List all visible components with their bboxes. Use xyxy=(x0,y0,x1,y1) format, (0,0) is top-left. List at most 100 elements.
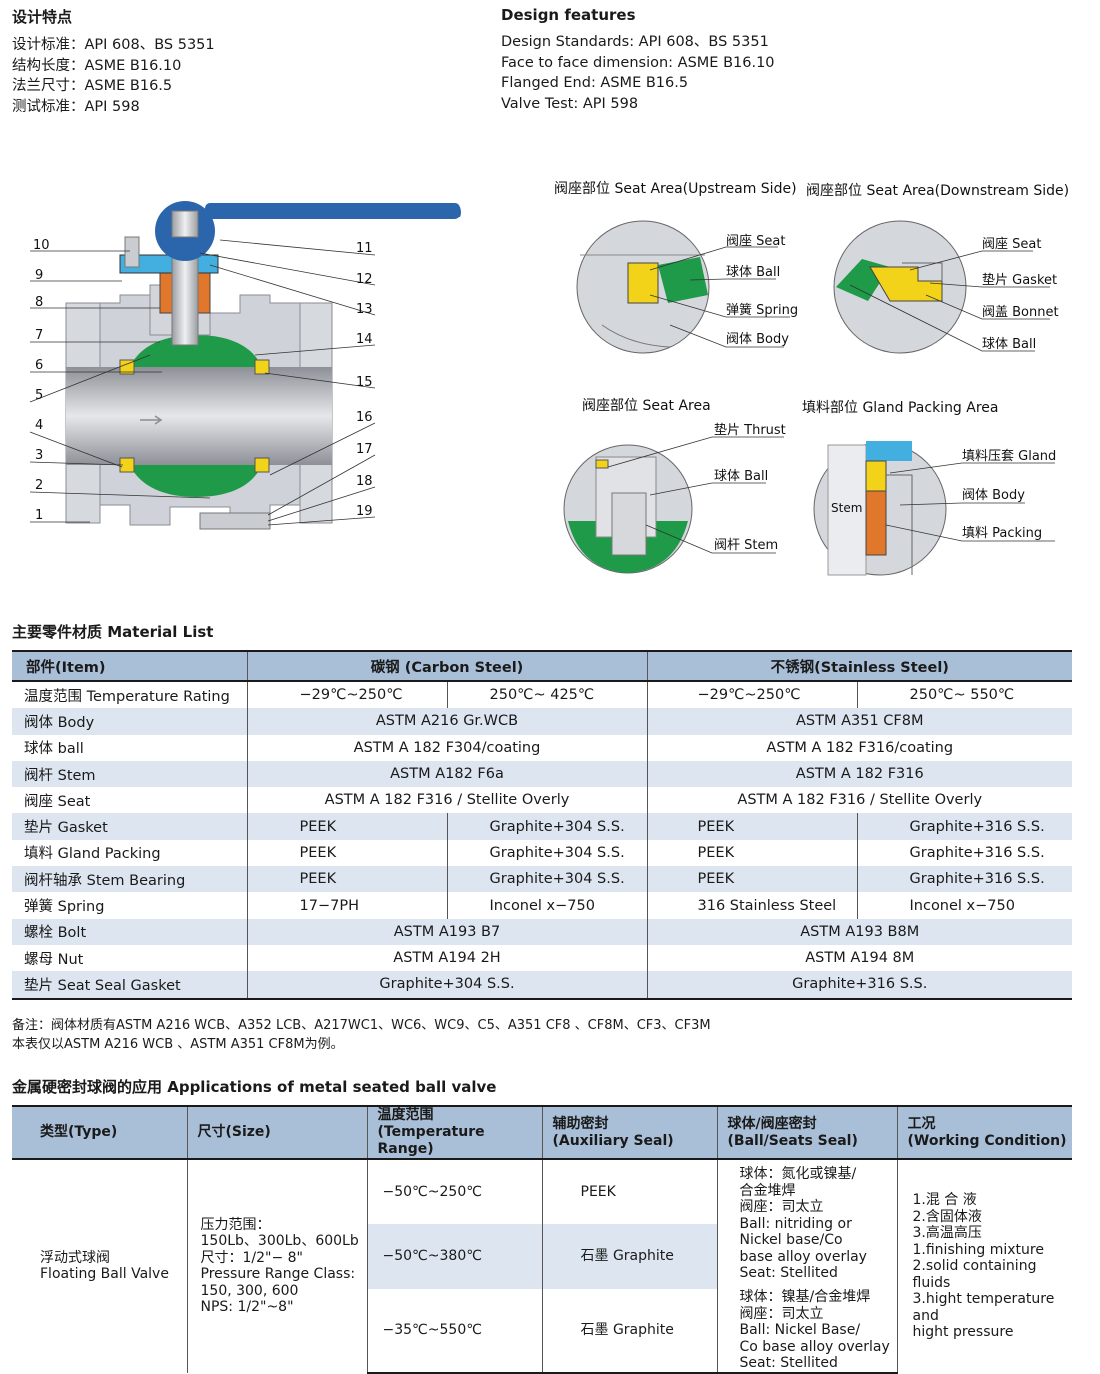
detail-label: 球体 Ball xyxy=(982,337,1036,352)
features-cn: 设计特点 设计标准：API 608、BS 5351 结构长度：ASME B16.… xyxy=(12,6,215,117)
cell: Graphite+304 S.S. xyxy=(446,839,647,867)
callout-number: 14 xyxy=(356,332,373,347)
header-carbon: 碳钢 (Carbon Steel) xyxy=(246,650,647,682)
detail-title-gland: 填料部位 Gland Packing Area xyxy=(802,400,999,416)
detail-label: 填料压套 Gland xyxy=(962,448,1056,464)
features-en-line: Flanged End: ASME B16.5 xyxy=(501,75,689,91)
seat xyxy=(254,359,270,375)
ball xyxy=(130,335,262,367)
app-aux: 石墨 Graphite xyxy=(541,1289,717,1374)
features-cn-line: 法兰尺寸：ASME B16.5 xyxy=(12,78,173,94)
table-row: 浮动式球阀 Floating Ball Valve 压力范围： 150Lb、30… xyxy=(12,1159,1072,1373)
features-en-line: Valve Test: API 598 xyxy=(501,95,639,112)
detail-label: 球体 Ball xyxy=(726,265,780,280)
table-row: −50℃~380℃ 石墨 Graphite xyxy=(12,1224,1072,1289)
cell-item: 阀杆轴承 Stem Bearing xyxy=(12,866,247,893)
cell: ASTM A 182 F304/coating xyxy=(246,734,647,761)
callout-number: 7 xyxy=(35,328,43,343)
app-header: 温度范围 (Temperature Range) xyxy=(366,1105,542,1160)
callout-leaders-right xyxy=(199,239,376,526)
table-header-row: 部件(Item) 碳钢 (Carbon Steel) 不锈钢(Stainless… xyxy=(12,650,1072,682)
features-cn-line: 结构长度：ASME B16.10 xyxy=(12,57,182,74)
app-temp: −50℃~250℃ xyxy=(366,1159,542,1224)
valve-bore xyxy=(66,367,332,465)
callout-number: 2 xyxy=(35,478,43,493)
cell: 250℃~ 425℃ xyxy=(446,681,647,709)
app-temp: −35℃~550℃ xyxy=(366,1289,542,1374)
cell: ASTM A182 F6a xyxy=(246,760,647,788)
callout-number: 13 xyxy=(356,302,373,317)
detail-label: 阀体 Body xyxy=(726,332,789,347)
cell-item: 弹簧 Spring xyxy=(24,899,105,916)
features-en: Design features Design Standards: API 60… xyxy=(501,6,775,114)
detail-label: 阀座 Seat xyxy=(726,234,785,249)
cell: ASTM A351 CF8M xyxy=(646,708,1072,735)
cell: PEEK xyxy=(246,866,447,893)
cell: 316 Stainless Steel xyxy=(646,892,857,919)
detail-title-upstream: 阀座部位 Seat Area(Upstream Side) xyxy=(554,181,797,197)
cell: ASTM A194 2H xyxy=(246,944,647,972)
valve-section-drawing: 10 9 8 7 6 5 4 3 2 1 11 12 13 14 15 16 1… xyxy=(29,201,461,530)
features-cn-line: 设计标准：API 608、BS 5351 xyxy=(12,37,215,53)
detail-label: 弹簧 Spring xyxy=(726,302,798,318)
cell: PEEK xyxy=(246,813,447,840)
detail-label: 阀杆 Stem xyxy=(714,538,778,553)
cell: Graphite+316 S.S. xyxy=(856,866,1072,893)
cell: 250℃~ 550℃ xyxy=(856,681,1072,709)
callout-number: 19 xyxy=(356,504,373,519)
cell: PEEK xyxy=(646,839,857,867)
app-temp: −50℃~380℃ xyxy=(366,1224,542,1289)
cell: PEEK xyxy=(646,813,857,840)
callout-numbers-left: 10 9 8 7 6 5 4 3 2 1 xyxy=(33,238,50,523)
cell: 17−7PH xyxy=(246,892,447,919)
callout-number: 5 xyxy=(35,388,43,403)
app-header: 类型(Type) xyxy=(12,1105,187,1160)
callout-number: 10 xyxy=(33,238,50,253)
cell-item: 阀杆 Stem xyxy=(12,760,247,788)
app-condition: 1.混 合 液 2.含固体液 3.高温高压 1.finishing mixtur… xyxy=(896,1159,1072,1373)
callout-number: 8 xyxy=(35,295,43,310)
callout-number: 4 xyxy=(35,418,43,433)
detail-label: 阀体 Body xyxy=(962,488,1025,503)
cell: ASTM A 182 F316 / Stellite Overly xyxy=(646,787,1072,814)
material-table: 部件(Item) 碳钢 (Carbon Steel) 不锈钢(Stainless… xyxy=(12,650,1072,1000)
table-row: 阀座 Seat ASTM A 182 F316 / Stellite Overly… xyxy=(12,787,1072,814)
detail-label: 阀座 Seat xyxy=(982,237,1041,252)
header-stainless: 不锈钢(Stainless Steel) xyxy=(646,650,1072,682)
cell-item: 温度范围 Temperature Rating xyxy=(24,688,230,705)
features-cn-title: 设计特点 xyxy=(12,8,73,26)
callout-number: 16 xyxy=(356,410,373,425)
cell: ASTM A 182 F316 xyxy=(646,760,1072,788)
callout-number: 3 xyxy=(35,448,43,463)
app-seal: 球体：氮化或镍基/ 合金堆焊 阀座：司太立 Ball: nitriding or… xyxy=(716,1159,897,1289)
note-line: 本表仅以ASTM A216 WCB 、ASTM A351 CF8M为例。 xyxy=(12,1037,344,1052)
cell: −29℃~250℃ xyxy=(646,681,857,709)
table-row: −35℃~550℃ 石墨 Graphite 球体：镍基/合金堆焊 阀座：司太立 … xyxy=(12,1289,1072,1374)
cell-item: 螺母 Nut xyxy=(24,951,84,968)
detail-label: 垫片 Gasket xyxy=(982,272,1057,288)
app-seal: 球体：镍基/合金堆焊 阀座：司太立 Ball: Nickel Base/ Co … xyxy=(716,1289,897,1374)
app-size: 压力范围： 150Lb、300Lb、600Lb 尺寸：1/2"− 8" Pres… xyxy=(186,1159,367,1373)
cell: ASTM A193 B7 xyxy=(246,918,647,945)
cell: PEEK xyxy=(246,839,447,867)
app-aux: PEEK xyxy=(541,1159,717,1224)
detail-seat xyxy=(563,444,693,574)
app-type: 浮动式球阀 Floating Ball Valve xyxy=(40,1249,169,1283)
cell: Inconel x−750 xyxy=(856,892,1072,919)
callout-number: 6 xyxy=(35,358,43,373)
detail-downstream xyxy=(833,220,967,354)
flow-arrow xyxy=(140,415,163,425)
header-item: 部件(Item) xyxy=(12,650,247,682)
detail-label: 填料 Packing xyxy=(962,526,1042,541)
cell-item: 阀座 Seat xyxy=(24,793,91,810)
app-header: 工况 (Working Condition) xyxy=(896,1105,1072,1160)
cell-item: 垫片 Seat Seal Gasket xyxy=(12,971,247,1000)
stem-top xyxy=(171,210,199,238)
cell-item: 球体 ball xyxy=(24,741,84,758)
